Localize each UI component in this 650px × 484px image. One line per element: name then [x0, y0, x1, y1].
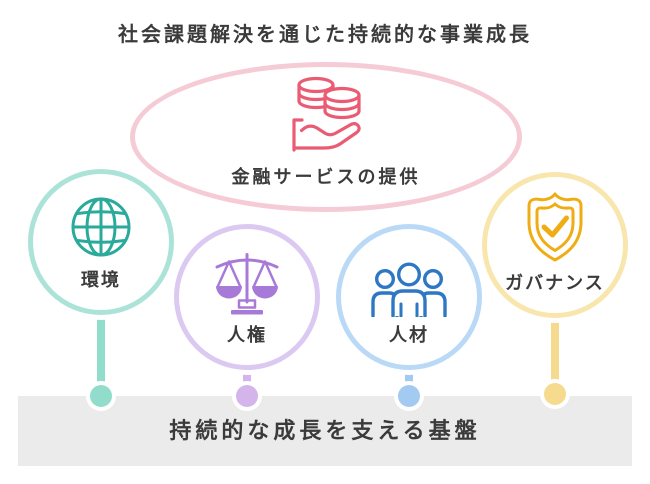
human-resources-label: 人材 — [389, 325, 429, 345]
environment-label: 環境 — [81, 270, 121, 290]
financial-services-ellipse: 金融サービスの提供 — [130, 62, 522, 212]
circle-governance: ガバナンス — [482, 172, 628, 318]
shield-check-icon — [527, 192, 583, 262]
globe-icon — [71, 197, 131, 257]
circle-human-rights: 人権 — [174, 224, 320, 370]
people-icon — [371, 262, 447, 317]
governance-label: ガバナンス — [505, 273, 605, 293]
scales-icon — [215, 253, 279, 315]
circle-human-resources: 人材 — [336, 224, 482, 370]
stem-human-resources — [405, 352, 413, 396]
stem-dot-governance — [544, 383, 566, 405]
stem-governance — [551, 303, 559, 395]
stem-human-rights — [243, 352, 251, 396]
human-rights-label: 人権 — [227, 325, 267, 345]
coins-in-hand-icon — [292, 76, 361, 152]
stem-dot-human-resources — [398, 385, 420, 407]
stem-dot-human-rights — [236, 385, 258, 407]
circle-environment: 環境 — [28, 169, 174, 315]
financial-services-label: 金融サービスの提供 — [231, 167, 421, 187]
foundation-bar-label: 持続的な成長を支える基盤 — [169, 418, 481, 443]
diagram-title: 社会課題解決を通じた持続的な事業成長 — [118, 24, 532, 46]
foundation-bar: 持続的な成長を支える基盤 — [18, 396, 632, 466]
stem-environment — [97, 300, 105, 396]
stem-dot-environment — [90, 385, 112, 407]
